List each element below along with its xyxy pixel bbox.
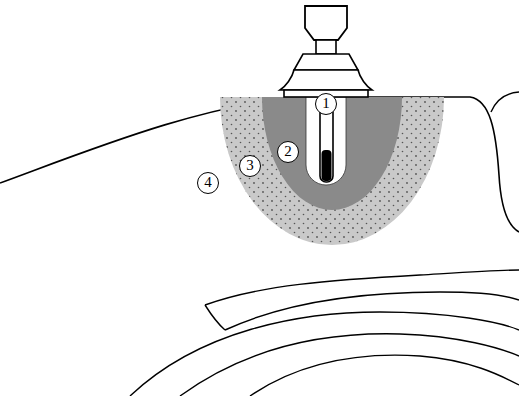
callout-number: 4 <box>197 172 219 194</box>
callout-number: 2 <box>277 141 299 163</box>
structure-line <box>130 312 519 396</box>
zone-3 <box>220 97 444 245</box>
structure-line <box>205 305 225 330</box>
structure-line <box>250 355 519 396</box>
structure-line <box>180 334 519 396</box>
zone-2 <box>262 97 402 210</box>
callout-number: 3 <box>239 155 261 177</box>
probe-flange <box>294 54 358 70</box>
hemisphere-outline <box>491 92 519 112</box>
probe-base <box>280 70 372 90</box>
zone-3-texture <box>220 97 444 245</box>
probe-neck <box>316 40 336 54</box>
probe-connector <box>305 6 347 40</box>
structure-line <box>205 270 519 305</box>
probe-tip <box>322 150 332 181</box>
callout-number: 1 <box>315 93 337 115</box>
